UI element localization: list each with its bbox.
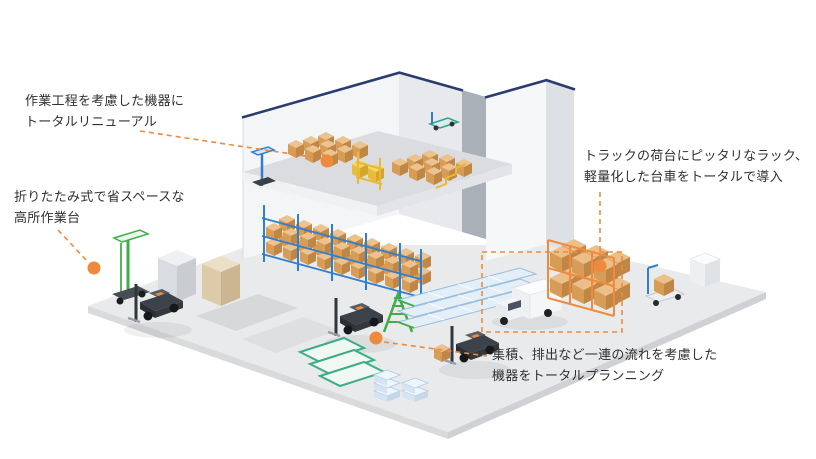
pallet-rack-frame xyxy=(261,205,422,305)
mezzanine-yellow-rack xyxy=(355,152,467,190)
storage-cabinet-tan xyxy=(202,256,240,306)
leader-line-renewal xyxy=(139,130,319,159)
annotation-total-planning: 集積、排出など一連の流れを考慮した 機器をトータルプランニング xyxy=(492,347,718,384)
annotation-leaders xyxy=(57,130,623,357)
white-container xyxy=(688,252,722,287)
annotation-folding-platform: 折りたたみ式で省スペースな 高所作業台 xyxy=(14,189,185,226)
orange-rack-frame xyxy=(547,239,615,317)
delivery-truck xyxy=(492,278,568,330)
platform-cart xyxy=(644,264,686,306)
annotation-truck-rack: トラックの荷台にピッタリなラック、 軽量化した台車をトータルで導入 xyxy=(584,148,809,185)
dot-platform xyxy=(87,261,101,275)
highlight-box-truck-rack xyxy=(481,251,623,333)
roller-conveyor xyxy=(396,267,538,329)
shadow xyxy=(124,322,192,338)
annotation-total-renewal: 作業工程を考慮した機器に トータルリニューアル xyxy=(25,93,185,130)
stacked-containers xyxy=(372,369,430,402)
dot-truck-rack xyxy=(593,259,607,273)
dot-planning xyxy=(369,331,383,345)
leader-line-platform xyxy=(57,229,90,264)
shadow xyxy=(439,361,511,379)
annotation-dots xyxy=(87,154,607,345)
order-picker-lift xyxy=(250,146,276,186)
dot-renewal xyxy=(320,154,334,168)
mezzanine-cart xyxy=(427,112,461,131)
mast-lift xyxy=(111,229,151,305)
pipe-rack-frames xyxy=(297,336,387,388)
